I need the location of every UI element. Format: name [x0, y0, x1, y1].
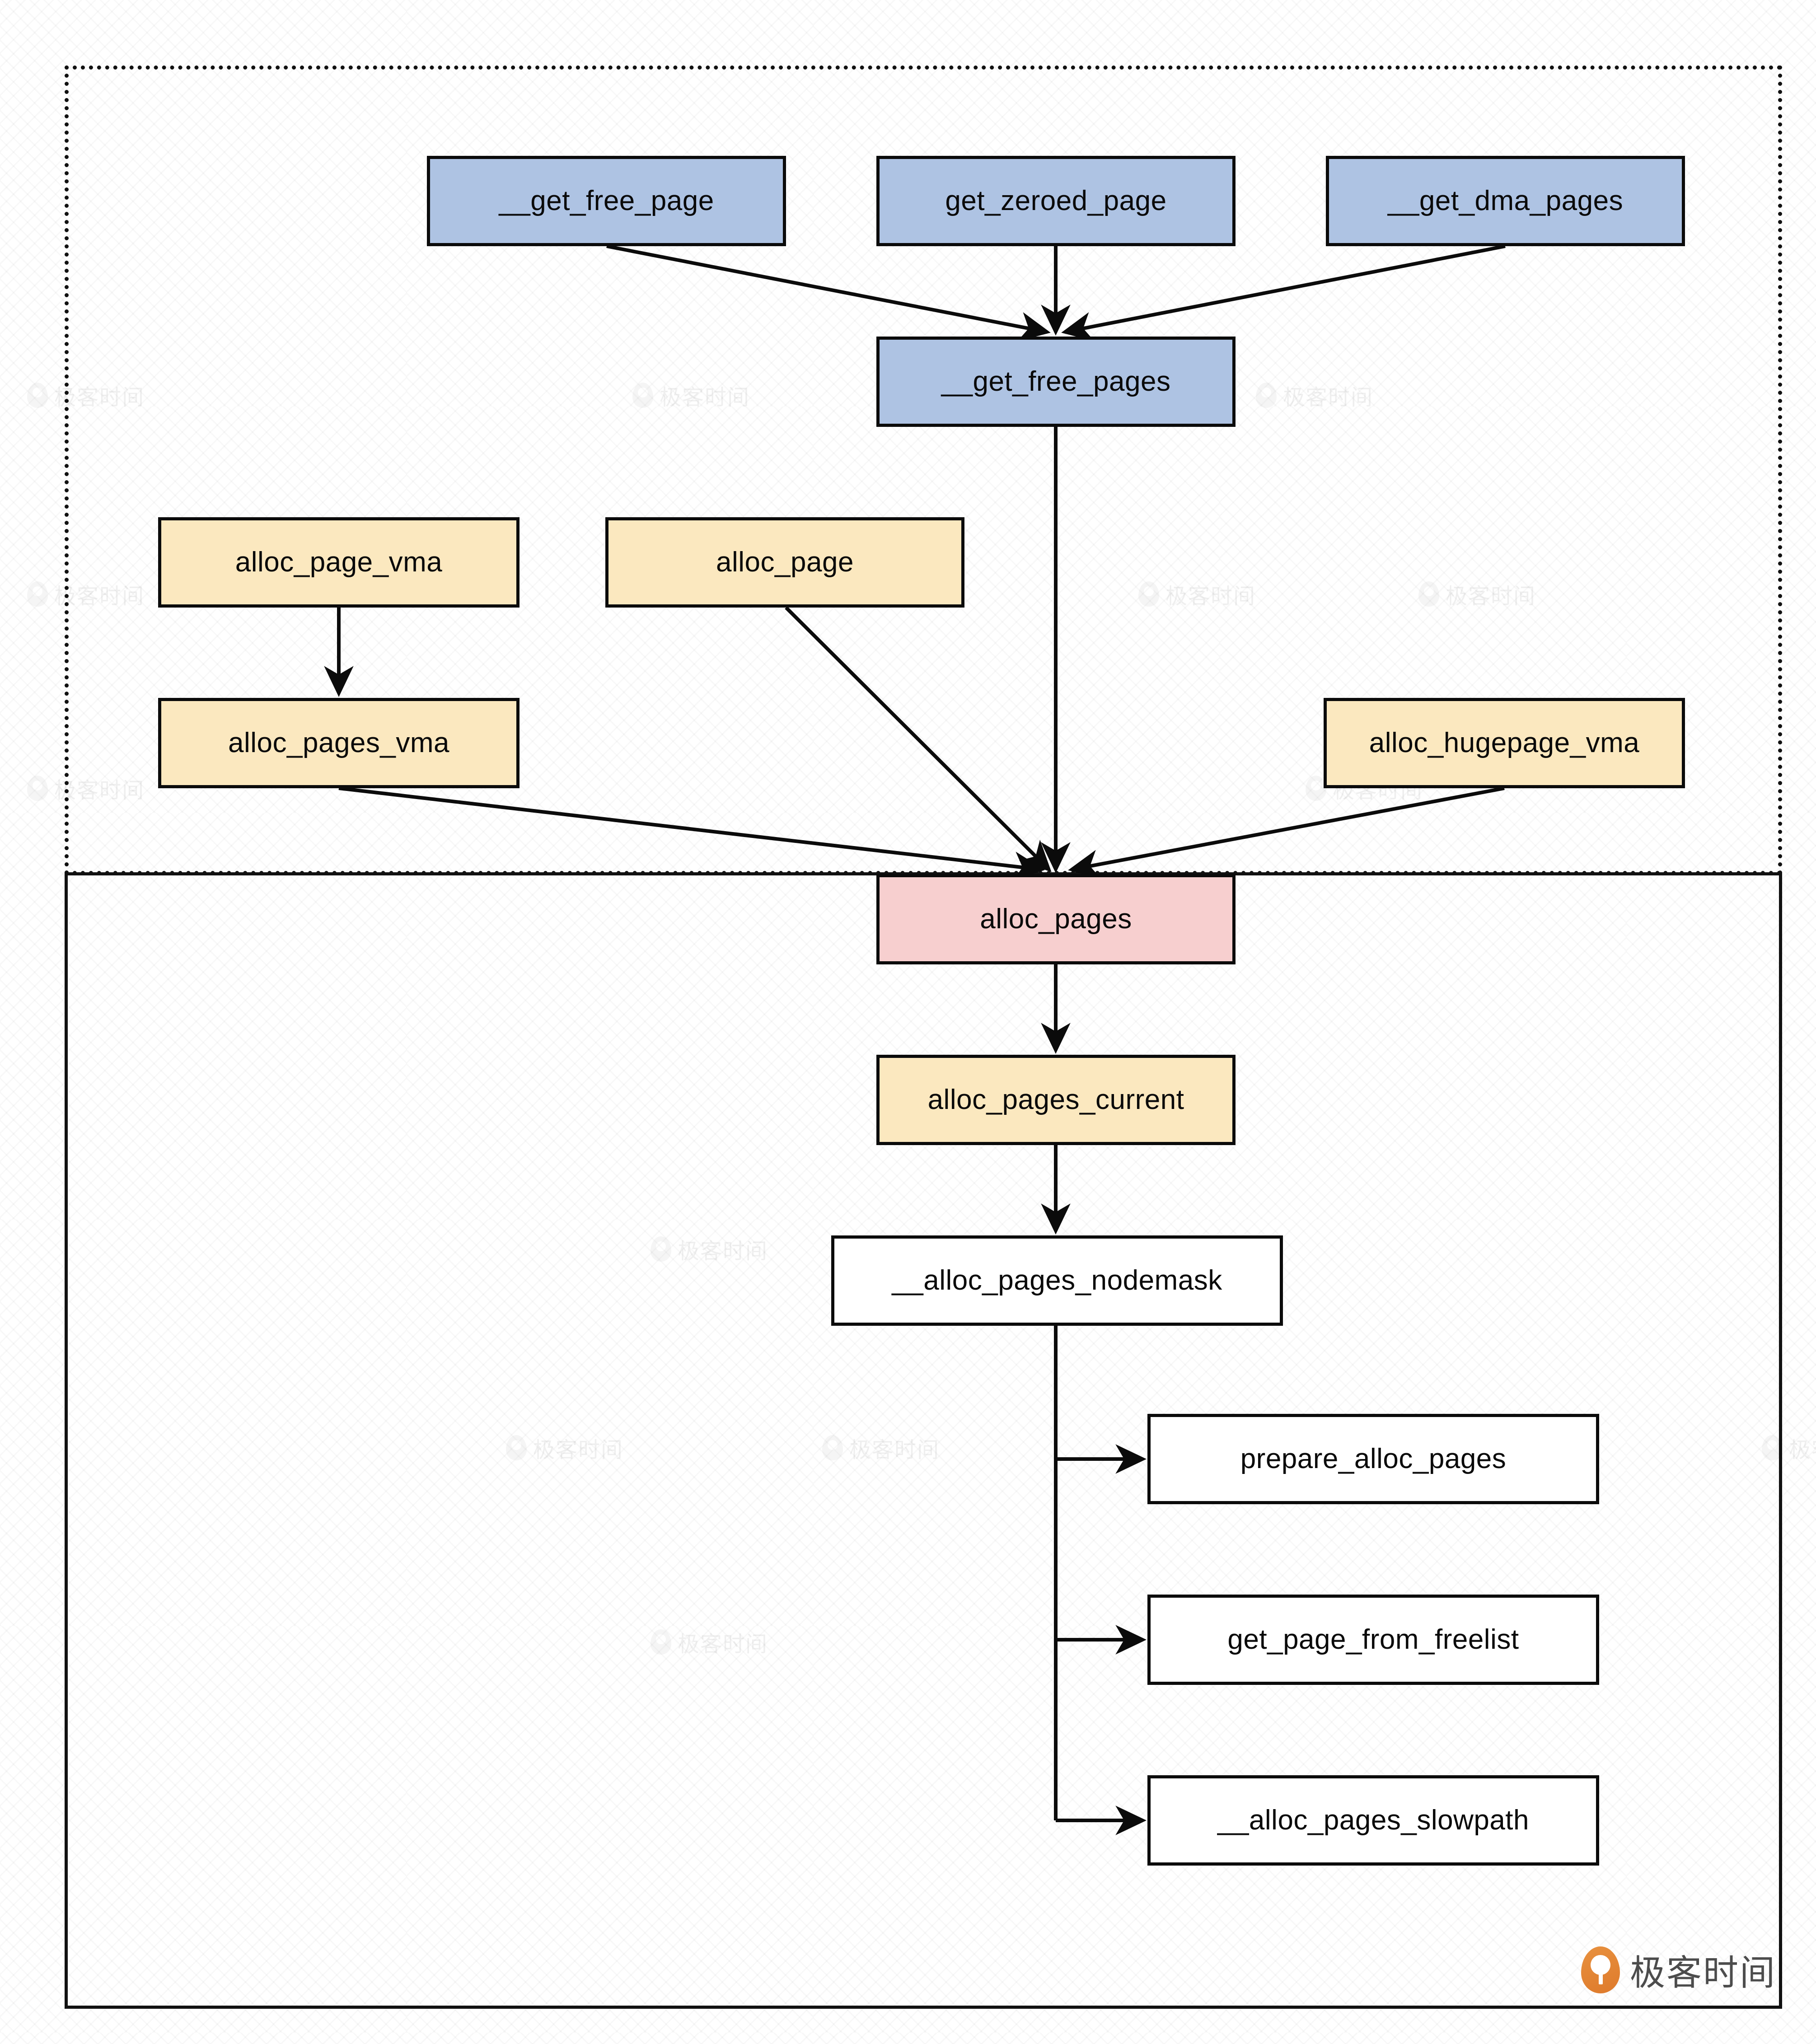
- node-alloc_pages_nodemask[interactable]: __alloc_pages_nodemask: [831, 1235, 1283, 1326]
- watermark-pin-icon: [27, 581, 48, 607]
- node-prepare_alloc_pages[interactable]: prepare_alloc_pages: [1147, 1414, 1599, 1504]
- watermark-pin-icon: [27, 383, 48, 408]
- node-get_page_from_freelist[interactable]: get_page_from_freelist: [1147, 1595, 1599, 1685]
- node-alloc_hugepage_vma[interactable]: alloc_hugepage_vma: [1324, 698, 1685, 788]
- brand-name: 极客时间: [1630, 1953, 1777, 1993]
- node-get_free_pages[interactable]: __get_free_pages: [876, 337, 1236, 427]
- geektime-pin-icon: [1581, 1946, 1620, 1993]
- node-alloc_pages_vma[interactable]: alloc_pages_vma: [158, 698, 520, 788]
- node-get_dma_pages[interactable]: __get_dma_pages: [1326, 156, 1685, 246]
- node-alloc_pages[interactable]: alloc_pages: [876, 874, 1236, 964]
- node-alloc_pages_current[interactable]: alloc_pages_current: [876, 1055, 1236, 1145]
- node-get_zeroed_page[interactable]: get_zeroed_page: [876, 156, 1236, 246]
- node-get_free_page[interactable]: __get_free_page: [427, 156, 786, 246]
- node-alloc_pages_slowpath[interactable]: __alloc_pages_slowpath: [1147, 1775, 1599, 1866]
- lower-solid-region: [65, 872, 1782, 2009]
- brand-watermark: 极客时间: [1581, 1945, 1776, 1995]
- node-alloc_page_vma[interactable]: alloc_page_vma: [158, 517, 520, 608]
- watermark-pin-icon: [27, 776, 48, 801]
- node-alloc_page[interactable]: alloc_page: [605, 517, 964, 608]
- watermark-text: 极客时间: [1789, 1437, 1816, 1463]
